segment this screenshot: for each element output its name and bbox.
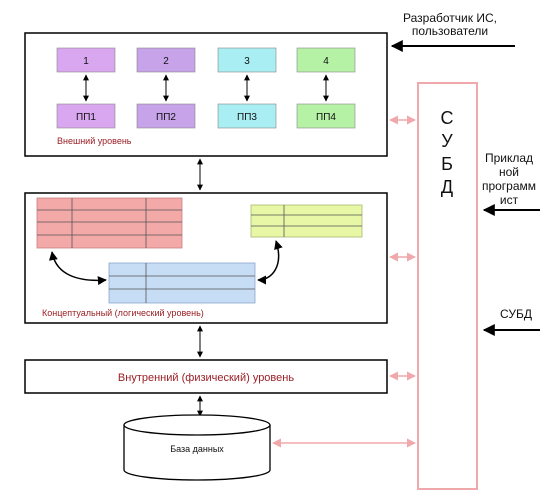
view-top-box	[136, 47, 196, 73]
actor-developers: Разработчик ИС, пользователи	[390, 11, 515, 52]
view-bottom-box	[136, 103, 196, 129]
conceptual-table-blue	[108, 262, 256, 304]
view-top-label: 1	[83, 56, 89, 67]
dbms-letter: С	[441, 108, 454, 128]
view-bottom-box	[56, 103, 116, 129]
view-4: 4 ПП4	[296, 47, 356, 129]
view-bottom-box	[217, 103, 277, 129]
dbms-letter: Б	[441, 154, 453, 174]
database-cylinder: База данных	[123, 414, 271, 481]
view-bottom-label: ПП4	[316, 112, 336, 123]
conceptual-table-red	[36, 197, 183, 249]
actor-programmer: Приклад ной программ ист	[482, 151, 540, 216]
view-1: 1 ПП1	[56, 47, 116, 129]
view-top-label: 3	[244, 56, 250, 67]
actor-dbms: СУБД	[482, 307, 540, 336]
conceptual-table-yellow	[250, 204, 363, 238]
view-3: 3 ПП3	[217, 47, 277, 129]
dbms-box	[417, 82, 478, 490]
view-top-box	[56, 47, 116, 73]
actor-label-line: ной	[499, 165, 519, 179]
internal-level-label: Внутренний (физический) уровень	[118, 372, 294, 384]
relation-arrow-yellow-blue	[257, 240, 283, 285]
view-top-label: 2	[163, 56, 169, 67]
external-level-label: Внешний уровень	[57, 136, 132, 146]
actor-label-line: пользователи	[412, 24, 488, 38]
internal-level-box	[24, 359, 388, 394]
view-2: 2 ПП2	[136, 47, 196, 129]
actor-label-line: Приклад	[485, 151, 533, 165]
view-top-box	[217, 47, 277, 73]
view-bottom-label: ПП2	[156, 112, 176, 123]
view-bottom-label: ПП3	[237, 112, 257, 123]
dbms-letter: Д	[441, 177, 453, 197]
actor-label-line: программ	[482, 179, 536, 193]
actor-label-line: СУБД	[500, 307, 532, 321]
relation-arrow-red-blue	[48, 251, 107, 286]
view-top-box	[296, 47, 356, 73]
actor-label-line: ист	[500, 193, 519, 207]
view-bottom-box	[296, 103, 356, 129]
conceptual-level-label: Концептуальный (логический уровень)	[42, 308, 204, 318]
view-top-label: 4	[323, 56, 329, 67]
database-label: База данных	[170, 444, 224, 454]
actor-label-line: Разработчик ИС,	[403, 11, 497, 25]
dbms-letter: У	[441, 131, 453, 151]
view-bottom-label: ПП1	[76, 112, 96, 123]
